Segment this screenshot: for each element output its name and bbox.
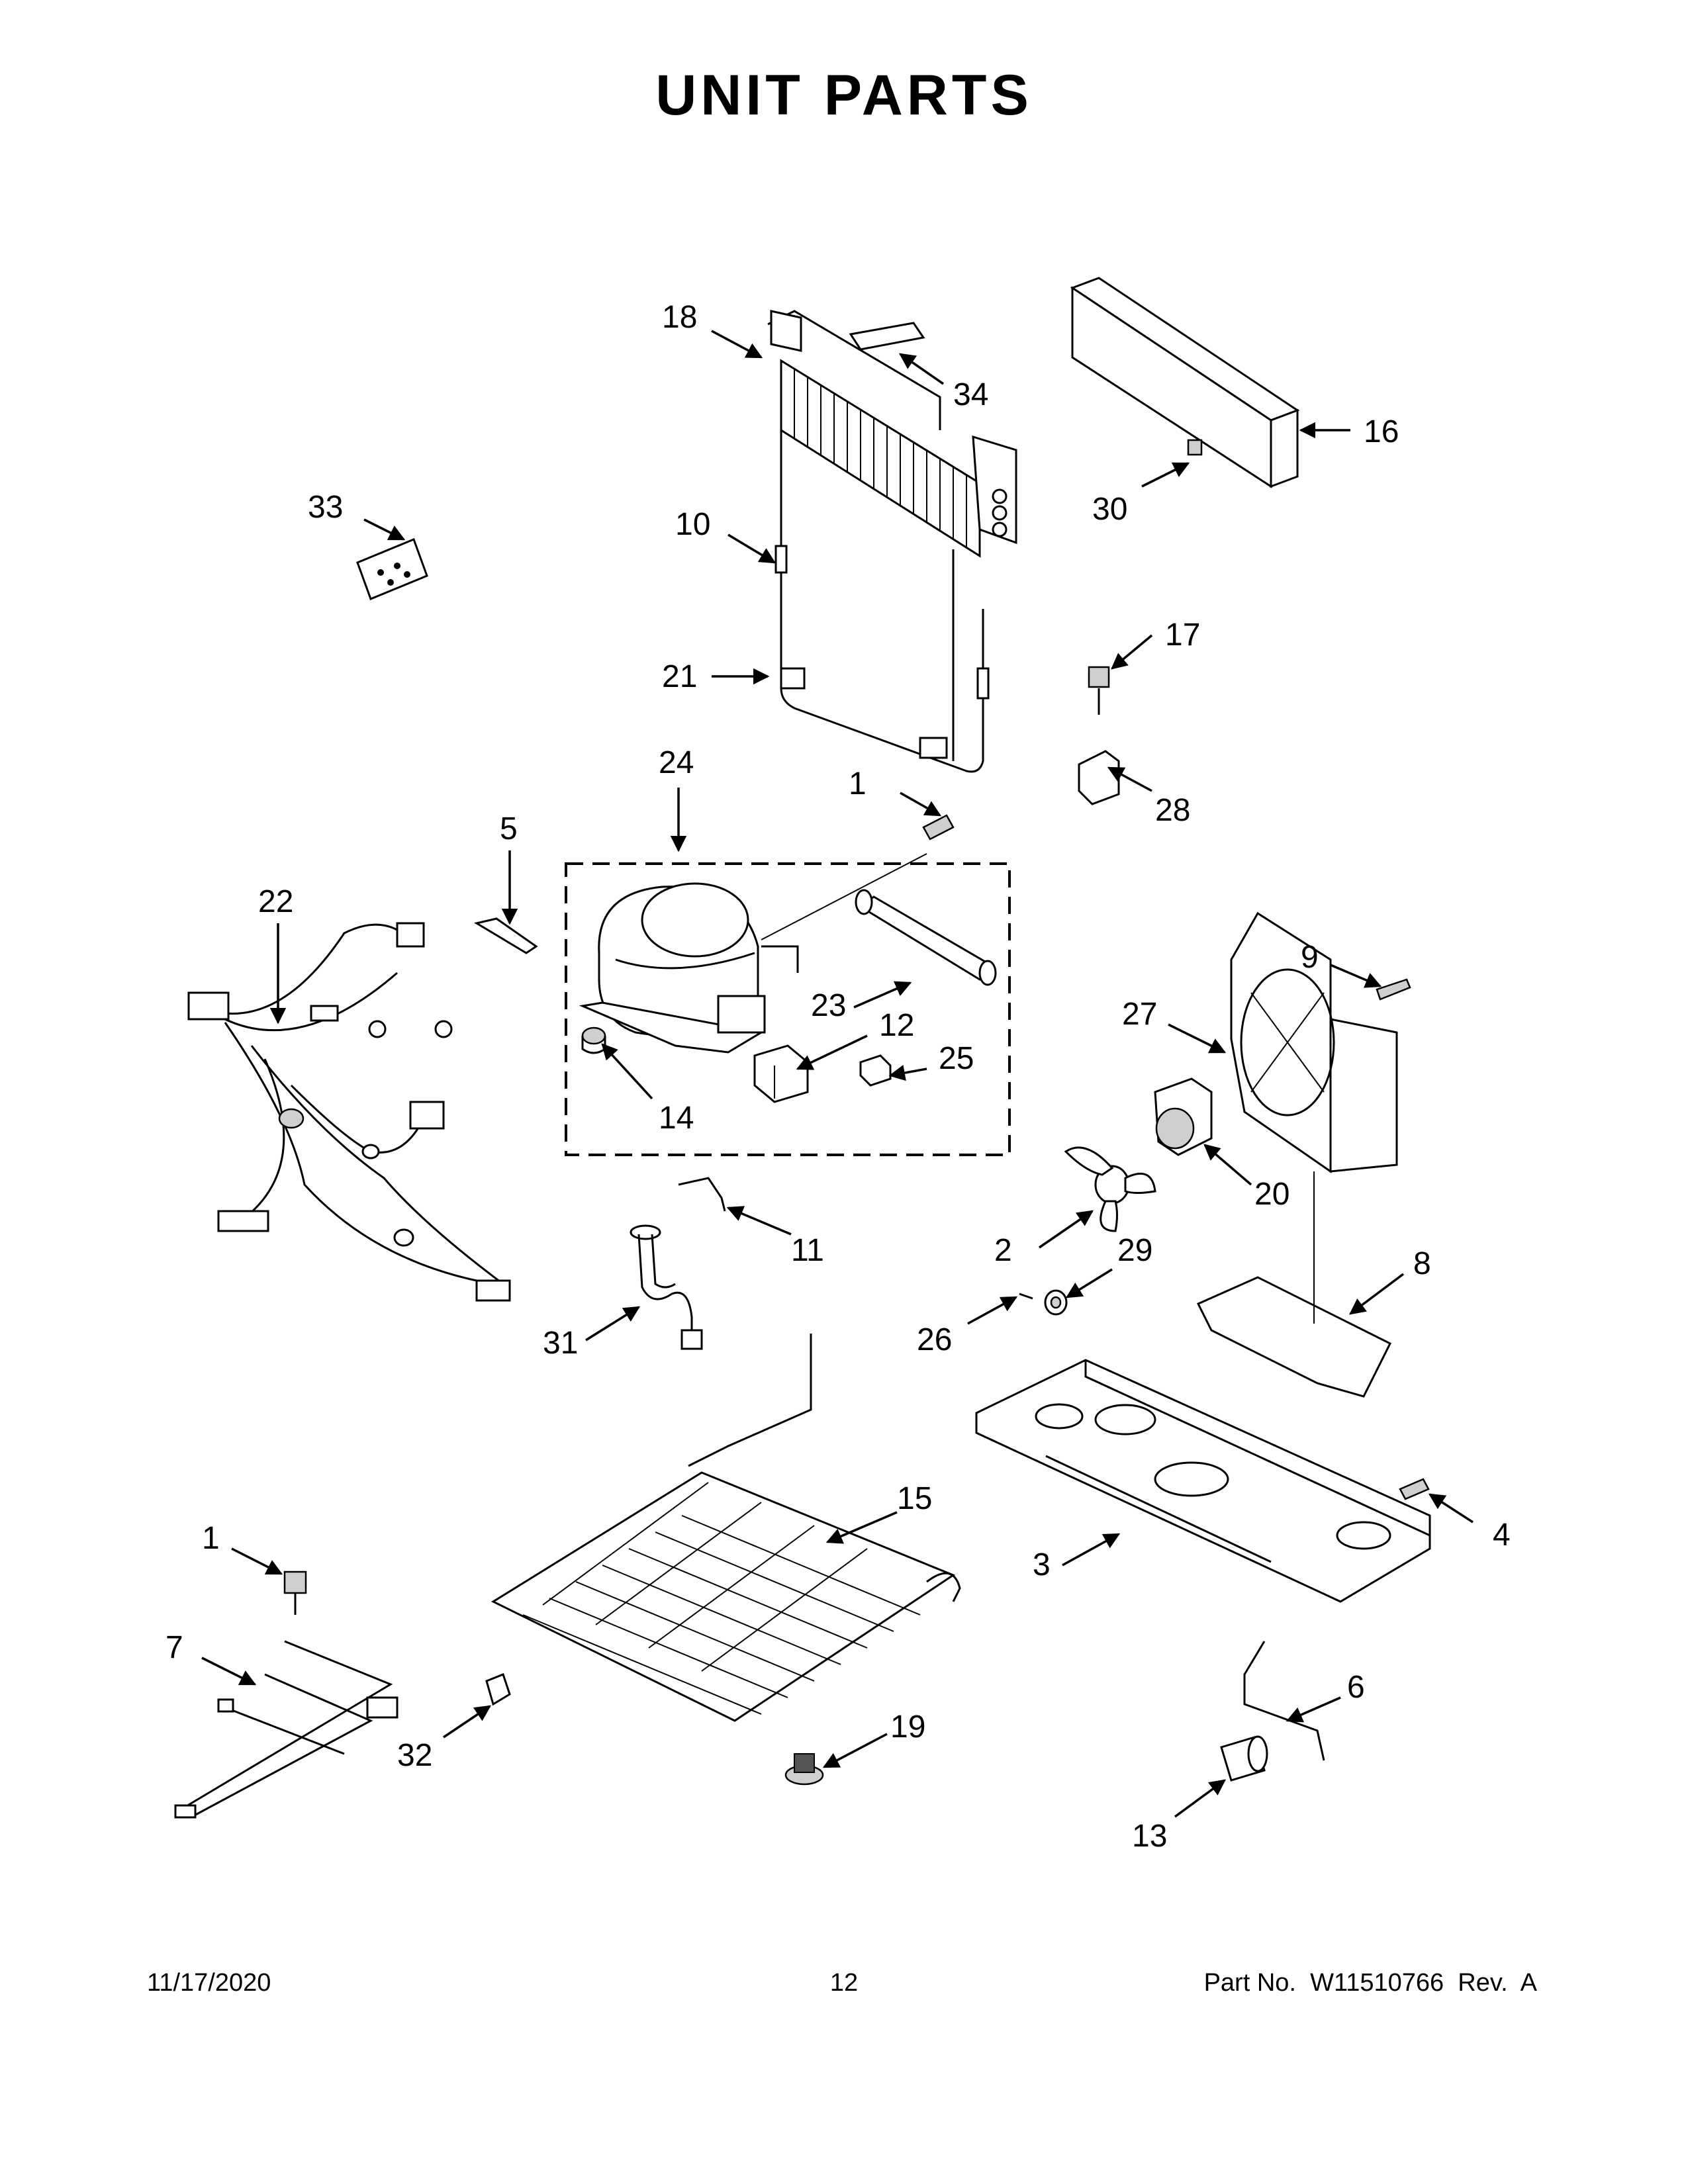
callout-22: 22 [258,884,293,919]
fan-motor-part-20 [1154,1077,1213,1156]
grommet-part-14 [581,1026,606,1054]
clip-part-32 [485,1673,511,1706]
pin-part-26 [1019,1293,1033,1300]
callout-27: 27 [1122,997,1157,1032]
callout-13: 13 [1132,1819,1167,1854]
fan-blade-part-2 [1064,1146,1156,1232]
strap-part-5 [474,917,538,954]
callout-23: 23 [811,988,846,1023]
wire-part-6 [1243,1641,1325,1761]
relay-part-12 [753,1044,809,1103]
clip-part-11 [678,1177,726,1212]
drier-part-23 [855,889,997,986]
callout-15: 15 [897,1481,932,1516]
grommet-part-29 [1044,1289,1068,1316]
thermostat-part-19 [784,1753,824,1786]
screw-part-4 [1399,1478,1430,1500]
screw-part-1-lower [283,1570,307,1615]
callout-28: 28 [1155,793,1190,828]
callout-11: 11 [791,1233,824,1268]
callout-16: 16 [1364,414,1399,449]
base-plate-part-3 [975,1359,1431,1603]
callout-19: 19 [890,1709,925,1745]
capacitor-part-13 [1220,1735,1268,1782]
cap-part-25 [859,1054,892,1087]
footer-part-number: Part No. W11510766 Rev. A [1203,1969,1537,1997]
callout-labels: 18 34 16 33 10 30 17 21 24 28 1 5 22 9 2… [165,300,1511,1854]
callout-14: 14 [659,1101,694,1136]
board-part-33 [356,538,428,600]
clip-part-30 [1187,439,1203,456]
compressor-group-box [565,862,1011,1156]
callout-20: 20 [1254,1177,1289,1212]
callout-18: 18 [662,300,697,335]
harness-part-7 [174,1640,399,1819]
cover-part-16 [1070,277,1300,488]
callout-33: 33 [308,490,343,525]
callout-2: 2 [994,1233,1012,1268]
tubing-part-10-21 [774,371,990,773]
drain-tube-part-31 [630,1224,703,1350]
callout-3: 3 [1033,1547,1051,1582]
callout-25: 25 [939,1041,974,1076]
pad-part-34 [849,322,925,351]
bracket-part-28 [1078,750,1120,805]
callout-30: 30 [1092,492,1127,527]
callout-26: 26 [917,1322,952,1357]
callout-32: 32 [397,1738,432,1773]
callout-24: 24 [659,745,694,780]
page-title: UNIT PARTS [655,64,1033,127]
shroud-part-27 [1230,911,1398,1173]
callout-29: 29 [1117,1233,1152,1268]
callout-10: 10 [675,507,710,542]
callout-1-lower: 1 [202,1521,220,1556]
callout-21: 21 [662,659,697,694]
fitting-part-1-upper [922,814,955,841]
condenser-part-18 [767,310,1017,558]
bracket-part-8 [1196,1171,1392,1398]
callout-31: 31 [543,1326,578,1361]
screw-part-17 [1088,666,1110,715]
callout-1-upper: 1 [849,766,867,801]
callout-12: 12 [879,1008,914,1043]
callout-6: 6 [1347,1670,1365,1705]
footer-date: 11/17/2020 [147,1969,271,1997]
callout-7: 7 [165,1630,183,1665]
screw-part-9 [1376,978,1411,1001]
callout-4: 4 [1493,1518,1511,1553]
callout-9: 9 [1301,940,1319,975]
callout-5: 5 [500,811,518,846]
harness-part-22 [187,922,511,1302]
evaporator-part-15 [491,1334,961,1722]
compressor-part-24 [579,853,927,1054]
callout-17: 17 [1165,617,1200,653]
callout-8: 8 [1413,1246,1431,1281]
callout-arrows [201,330,1474,1818]
footer-page-number: 12 [829,1969,859,1997]
callout-34: 34 [953,377,988,412]
